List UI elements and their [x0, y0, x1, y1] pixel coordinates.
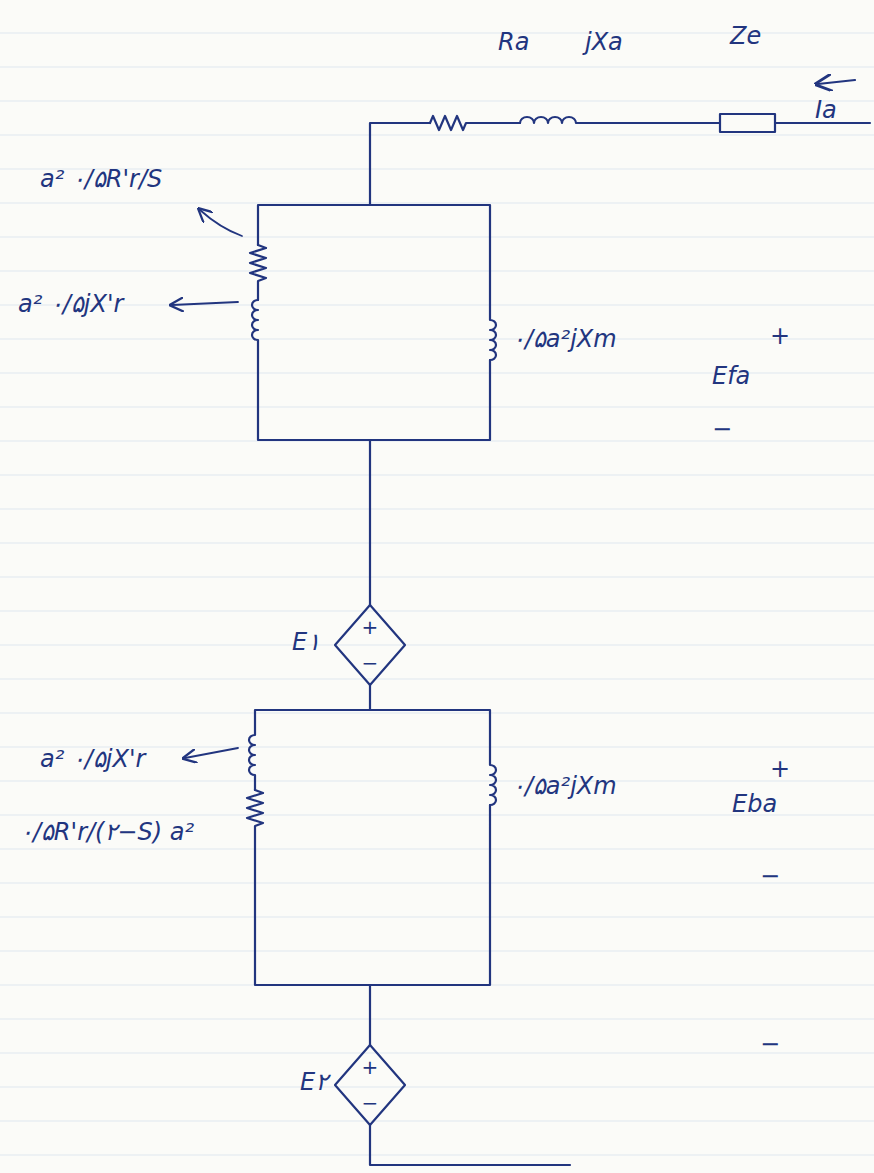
- circuit-label: Efa: [712, 362, 750, 391]
- circuit-label: +: [770, 322, 790, 351]
- circuit-label: ۰/۵a²jXm: [512, 772, 617, 801]
- wire: [369, 685, 371, 710]
- polarity-sign: −: [362, 653, 379, 673]
- inductor-symbol: [252, 300, 490, 440]
- wire: [258, 205, 370, 245]
- impedance-box: [720, 114, 775, 132]
- inductor-symbol: [520, 117, 720, 123]
- circuit-label: Ra: [498, 28, 529, 57]
- circuit-label: Ia: [815, 96, 837, 125]
- leader-line: [172, 302, 238, 305]
- circuit-label: +: [770, 755, 790, 784]
- wire: [369, 440, 371, 605]
- wire: [370, 123, 430, 205]
- circuit-label: −: [712, 415, 732, 444]
- leader-line: [200, 210, 242, 236]
- inductor-symbol: [249, 710, 370, 790]
- resistor-symbol: [430, 116, 520, 130]
- circuit-label: Ze: [730, 22, 761, 51]
- inductor-symbol: [370, 710, 496, 805]
- dependent-source: +−: [335, 605, 405, 685]
- circuit-label: ۰/۵R'r/(۲−S) a²: [20, 818, 194, 847]
- circuit-label: −: [760, 862, 780, 891]
- circuit-label: Eba: [732, 790, 777, 819]
- circuit-label: ۰/۵a²jXm: [512, 325, 617, 354]
- circuit-label: −: [760, 1030, 780, 1059]
- circuit-label: a² ۰/۵jX'r: [18, 290, 123, 319]
- polarity-sign: +: [362, 1057, 379, 1077]
- diamond-outline: [335, 605, 405, 685]
- wire: [370, 1125, 570, 1165]
- inductor-symbol: [370, 205, 496, 360]
- circuit-label: a² ۰/۵R'r/S: [40, 165, 162, 194]
- circuit-label: a² ۰/۵jX'r: [40, 745, 145, 774]
- polarity-sign: −: [362, 1093, 379, 1113]
- circuit-label: E۱: [292, 628, 320, 657]
- circuit-label: E۲: [300, 1068, 328, 1097]
- resistor-symbol: [250, 245, 266, 300]
- resistor-symbol: [247, 790, 490, 985]
- circuit-label: jXa: [585, 28, 623, 57]
- wire: [369, 985, 371, 1045]
- current-arrow: [818, 80, 855, 84]
- leader-line: [185, 748, 238, 758]
- dependent-source: +−: [335, 1045, 405, 1125]
- polarity-sign: +: [362, 617, 379, 637]
- diamond-outline: [335, 1045, 405, 1125]
